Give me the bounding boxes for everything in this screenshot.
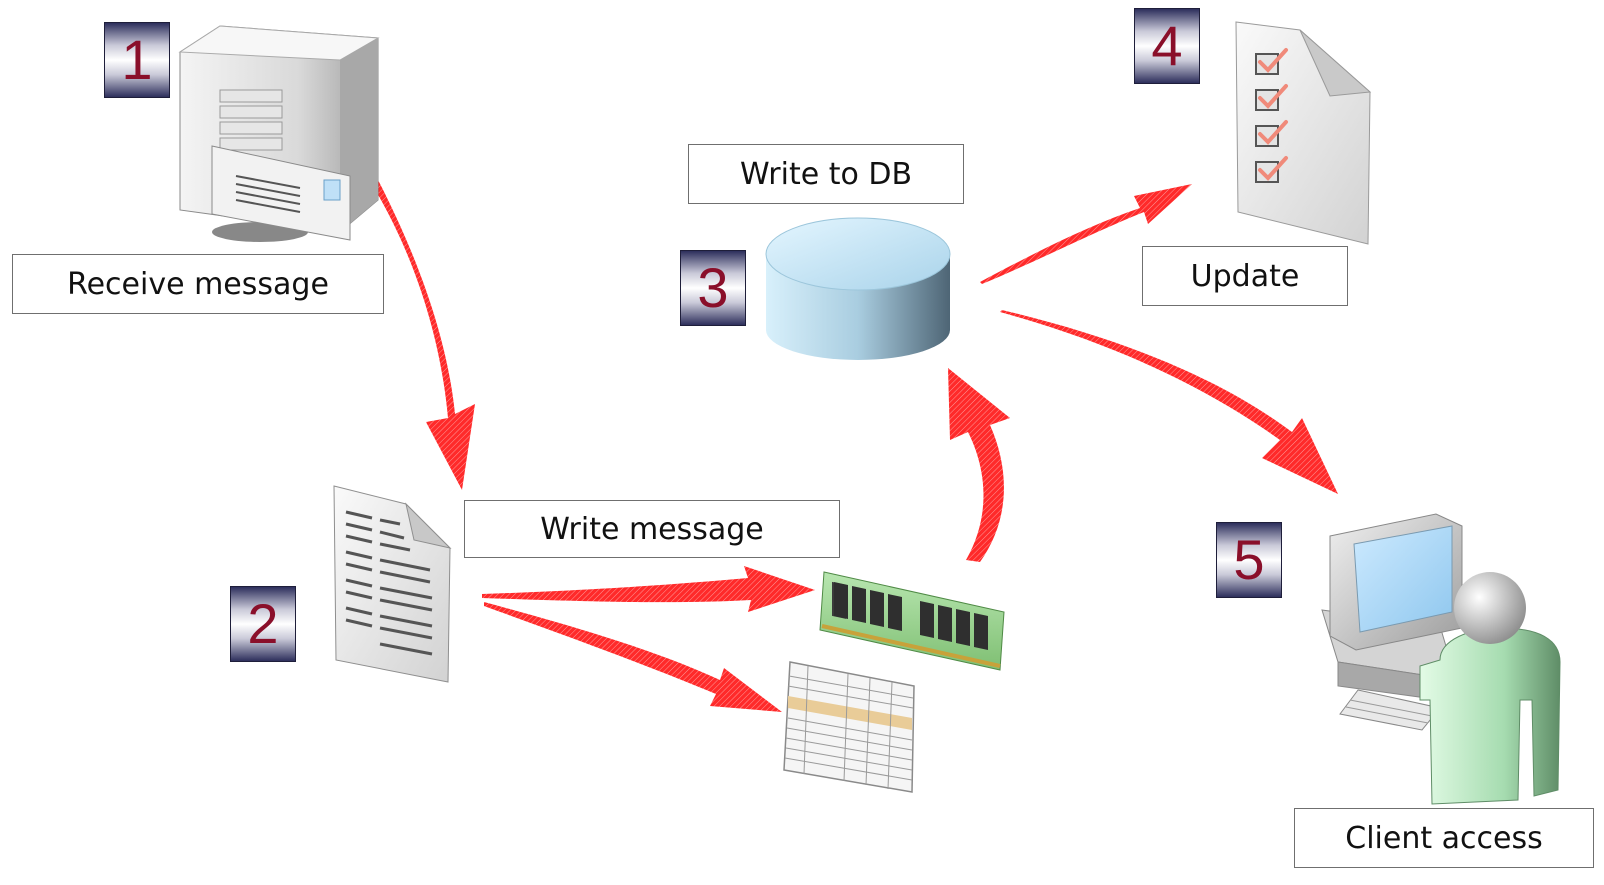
table-sheet-icon bbox=[783, 661, 915, 793]
step-label-update: Update bbox=[1142, 246, 1348, 306]
step-label-write-message: Write message bbox=[464, 500, 840, 558]
step-number-5: 5 bbox=[1216, 522, 1282, 598]
arrow-db-to-update bbox=[980, 184, 1192, 284]
step-number-3: 3 bbox=[680, 250, 746, 326]
arrow-1-to-2 bbox=[368, 176, 475, 490]
step-label-client-access: Client access bbox=[1294, 808, 1594, 868]
step-label-write-to-db: Write to DB bbox=[688, 144, 964, 204]
step-number-4: 4 bbox=[1134, 8, 1200, 84]
arrow-db-to-client bbox=[1000, 310, 1338, 494]
memory-module-icon bbox=[819, 571, 1005, 671]
step-number-2: 2 bbox=[230, 586, 296, 662]
step-label-receive-message: Receive message bbox=[12, 254, 384, 314]
database-icon bbox=[765, 217, 951, 360]
step-number-1: 1 bbox=[104, 22, 170, 98]
arrow-2-to-table bbox=[484, 602, 782, 712]
checklist-icon bbox=[1235, 21, 1372, 245]
user-icon bbox=[1419, 572, 1561, 805]
client-computer-icon bbox=[1321, 513, 1463, 731]
arrow-2-to-memory bbox=[482, 566, 815, 612]
document-icon bbox=[333, 485, 452, 683]
arrow-memory-to-db bbox=[948, 368, 1010, 562]
server-icon bbox=[178, 25, 380, 242]
